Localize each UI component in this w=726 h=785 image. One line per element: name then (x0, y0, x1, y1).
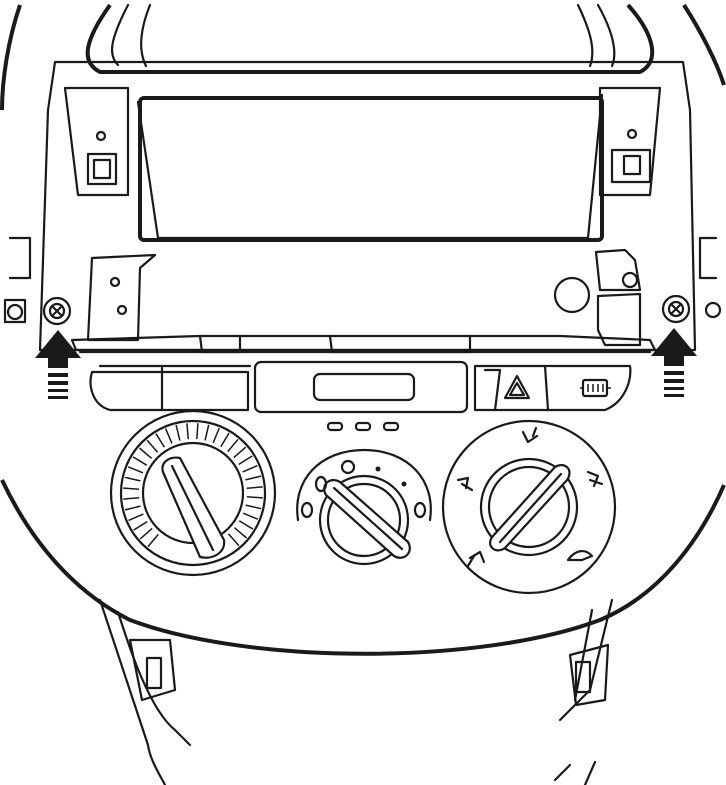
vent-floor-icon (466, 550, 486, 568)
trim-strip (70, 334, 657, 354)
hazard-button (503, 374, 531, 400)
vent-bilevel-icon (456, 476, 474, 492)
fan-speed-knob (296, 448, 432, 566)
air-mode-knob (441, 419, 617, 595)
temperature-tick (227, 438, 239, 453)
temperature-tick (238, 520, 254, 530)
left-bracket (86, 253, 157, 342)
bezel-frame (38, 60, 697, 352)
temperature-tick (123, 496, 140, 500)
left-mounting-screw (42, 296, 72, 326)
temperature-tick (124, 476, 141, 482)
temperature-tick (132, 456, 148, 466)
right-screw-arrow (651, 328, 697, 397)
temperature-tick (204, 424, 210, 441)
lower-console (98, 598, 614, 785)
temperature-tick (220, 432, 230, 448)
temperature-tick (233, 527, 248, 539)
temperature-tick (164, 428, 173, 444)
temperature-tick (124, 505, 141, 511)
right-mounting-screw (661, 294, 691, 324)
radio-opening-bevel (136, 93, 604, 240)
vent-face-icon (521, 426, 539, 444)
temperature-tick (242, 512, 259, 520)
vent-feet-icon (586, 470, 604, 488)
temperature-tick (133, 520, 148, 531)
temperature-tick (242, 464, 258, 473)
temperature-tick (246, 496, 263, 499)
rear-defrost-icon (580, 378, 611, 398)
temperature-tick (246, 486, 263, 490)
temperature-tick (138, 447, 153, 459)
temperature-tick (127, 466, 144, 474)
temperature-tick (155, 433, 166, 448)
temperature-tick (146, 439, 159, 453)
right-bracket (553, 248, 642, 347)
indicator-lights (326, 421, 400, 432)
temperature-tick (245, 475, 262, 481)
temperature-tick (186, 423, 190, 440)
temperature-tick (123, 487, 140, 490)
upper-vent-housing (85, 3, 655, 74)
dashboard-outline (0, 3, 726, 656)
radio-opening (138, 96, 604, 242)
temperature-knob (109, 409, 277, 577)
temperature-tick (245, 504, 262, 510)
switch-row (89, 360, 632, 414)
temperature-tick (238, 455, 253, 466)
temperature-tick (139, 527, 153, 540)
side-clips (3, 236, 722, 324)
left-screw-arrow (35, 330, 81, 399)
temperature-tick (233, 446, 247, 459)
temperature-tick (212, 427, 220, 444)
temperature-tick (128, 513, 144, 522)
temperature-tick (227, 533, 240, 547)
temperature-tick (147, 533, 159, 548)
temperature-tick (196, 423, 199, 440)
vent-defrost-icon (566, 550, 594, 562)
temperature-tick (175, 424, 181, 441)
